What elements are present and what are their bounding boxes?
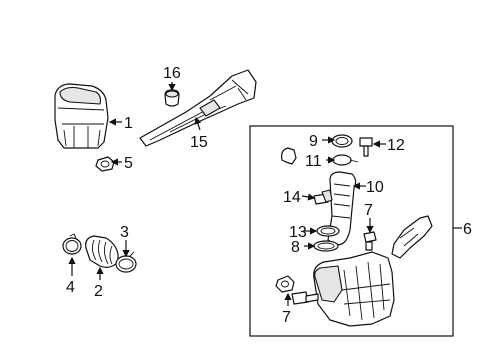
part-7-nut-lower [275, 275, 295, 293]
part-1-air-cleaner-cover [54, 83, 109, 149]
part-7-bolt-lower [291, 291, 319, 305]
part-8-ring [313, 240, 339, 252]
callout-3: 3 [120, 224, 129, 241]
part-14-sensor [313, 189, 333, 205]
part-15-intake-duct [139, 69, 257, 147]
part-3-hose-clamp [115, 251, 137, 273]
clip-part [281, 147, 297, 165]
callout-1: 1 [124, 115, 133, 132]
callout-9: 9 [309, 133, 318, 150]
callout-6-group: 6 [463, 221, 472, 238]
callout-13: 13 [289, 224, 307, 241]
callout-12: 12 [387, 137, 405, 154]
group-6-box [249, 125, 454, 337]
callout-8: 8 [291, 239, 300, 256]
callout-4: 4 [66, 279, 75, 296]
leader-lines [68, 82, 462, 306]
callout-7-upper: 7 [364, 202, 373, 219]
callout-11: 11 [305, 153, 322, 170]
part-2-intake-hose [85, 235, 119, 268]
part-4-hose-clamp [62, 233, 82, 255]
callout-15: 15 [190, 134, 208, 151]
part-5-nut [95, 156, 115, 172]
callout-10: 10 [366, 179, 384, 196]
part-13-ring [316, 225, 340, 237]
callout-2: 2 [94, 283, 103, 300]
callout-16: 16 [163, 65, 181, 82]
callout-5: 5 [124, 155, 133, 172]
callout-labels: 1 2 3 4 5 7 7 8 9 10 11 12 13 14 15 16 6 [66, 65, 472, 326]
part-12-bolt [359, 137, 373, 157]
air-cleaner-case [313, 251, 395, 327]
part-9-clamp [331, 134, 353, 148]
inlet-duct [391, 215, 433, 259]
callout-7-lower: 7 [282, 309, 291, 326]
part-16-grommet [164, 89, 180, 107]
part-11-band-clamp [332, 154, 359, 166]
callout-14: 14 [283, 189, 301, 206]
part-7-bolt-upper [363, 231, 377, 251]
